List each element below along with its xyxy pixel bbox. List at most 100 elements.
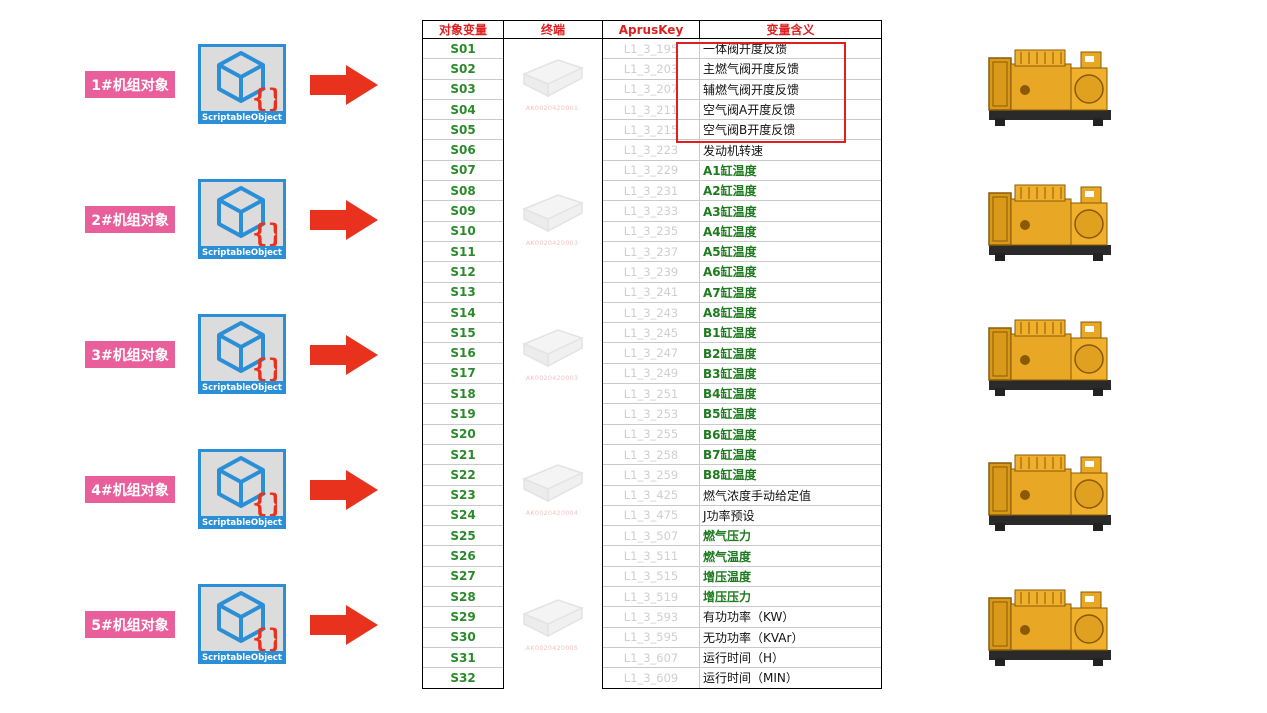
generator-set-image: [985, 580, 1115, 674]
apruskey-cell: L1_3_237: [602, 240, 700, 262]
scriptable-object-icon: {} ScriptableObject: [198, 179, 286, 259]
object-variable-cell: S27: [422, 565, 504, 587]
scriptable-object-label: ScriptableObject: [198, 111, 286, 124]
generator-set-image: [985, 445, 1115, 539]
header-apruskey: AprusKey: [602, 20, 700, 39]
meaning-cell: 无功功率（KVAr）: [699, 626, 882, 648]
apruskey-cell: L1_3_245: [602, 322, 700, 343]
apruskey-cell: L1_3_229: [602, 159, 700, 181]
unit-label: 4#机组对象: [85, 476, 175, 503]
apruskey-cell: L1_3_593: [602, 606, 700, 628]
unit-label: 2#机组对象: [85, 206, 175, 233]
meaning-cell: 燃气浓度手动给定值: [699, 484, 882, 506]
object-variable-cell: S17: [422, 362, 504, 384]
apruskey-cell: L1_3_253: [602, 403, 700, 425]
generator-set-image: [985, 175, 1115, 269]
object-variable-cell: S06: [422, 139, 504, 161]
object-variable-cell: S25: [422, 525, 504, 546]
unit-label: 5#机组对象: [85, 611, 175, 638]
meaning-cell: B6缸温度: [699, 423, 882, 445]
object-variable-cell: S28: [422, 586, 504, 607]
apruskey-cell: L1_3_207: [602, 78, 700, 100]
arrow-right-icon: [310, 200, 378, 244]
generator-set-image: [985, 310, 1115, 404]
meaning-cell: A4缸温度: [699, 220, 882, 242]
scriptable-object-label: ScriptableObject: [198, 651, 286, 664]
apruskey-cell: L1_3_241: [602, 281, 700, 303]
meaning-cell: B3缸温度: [699, 362, 882, 384]
svg-text:{}: {}: [252, 354, 277, 381]
header-meaning: 变量含义: [699, 20, 882, 39]
apruskey-cell: L1_3_247: [602, 342, 700, 364]
meaning-cell: 运行时间（H）: [699, 646, 882, 668]
object-variable-cell: S11: [422, 240, 504, 262]
object-variable-cell: S04: [422, 98, 504, 120]
apruskey-cell: L1_3_607: [602, 646, 700, 668]
meaning-cell: 发动机转速: [699, 139, 882, 161]
object-variable-cell: S23: [422, 484, 504, 506]
object-variable-cell: S31: [422, 646, 504, 668]
object-variable-cell: S29: [422, 606, 504, 628]
apruskey-cell: L1_3_609: [602, 667, 700, 689]
apruskey-cell: L1_3_233: [602, 200, 700, 222]
object-variable-cell: S03: [422, 78, 504, 100]
object-variable-cell: S18: [422, 383, 504, 404]
apruskey-cell: L1_3_243: [602, 301, 700, 323]
object-variable-cell: S24: [422, 504, 504, 526]
apruskey-cell: L1_3_195: [602, 37, 700, 59]
object-variable-cell: S08: [422, 180, 504, 201]
object-variable-cell: S26: [422, 545, 504, 567]
header-object-variable: 对象变量: [422, 20, 504, 39]
meaning-cell: A6缸温度: [699, 261, 882, 283]
apruskey-cell: L1_3_258: [602, 443, 700, 465]
object-variable-cell: S20: [422, 423, 504, 445]
apruskey-cell: L1_3_239: [602, 261, 700, 283]
object-variable-cell: S15: [422, 322, 504, 343]
arrow-right-icon: [310, 335, 378, 379]
apruskey-cell: L1_3_515: [602, 565, 700, 587]
meaning-cell: A7缸温度: [699, 281, 882, 303]
meaning-cell: B7缸温度: [699, 443, 882, 465]
svg-text:{}: {}: [252, 84, 277, 111]
meaning-cell: 增压压力: [699, 586, 882, 607]
apruskey-cell: L1_3_475: [602, 504, 700, 526]
apruskey-cell: L1_3_215: [602, 119, 700, 140]
object-variable-cell: S21: [422, 443, 504, 465]
terminal-cell: [503, 38, 603, 688]
object-variable-cell: S14: [422, 301, 504, 323]
meaning-cell: B4缸温度: [699, 383, 882, 404]
svg-text:{}: {}: [252, 219, 277, 246]
table-header-row: 对象变量 终端 AprusKey 变量含义: [422, 20, 882, 39]
unit-label: 1#机组对象: [85, 71, 175, 98]
unit-label: 3#机组对象: [85, 341, 175, 368]
apruskey-cell: L1_3_235: [602, 220, 700, 242]
object-variable-cell: S01: [422, 37, 504, 59]
apruskey-cell: L1_3_251: [602, 383, 700, 404]
object-variable-cell: S22: [422, 464, 504, 486]
meaning-cell: A1缸温度: [699, 159, 882, 181]
meaning-cell: B2缸温度: [699, 342, 882, 364]
object-variable-cell: S13: [422, 281, 504, 303]
meaning-cell: 主燃气阀开度反馈: [699, 58, 882, 80]
meaning-cell: A5缸温度: [699, 240, 882, 262]
svg-text:{}: {}: [252, 624, 277, 651]
object-variable-cell: S12: [422, 261, 504, 283]
object-variable-cell: S02: [422, 58, 504, 80]
meaning-cell: 有功功率（KW）: [699, 606, 882, 628]
